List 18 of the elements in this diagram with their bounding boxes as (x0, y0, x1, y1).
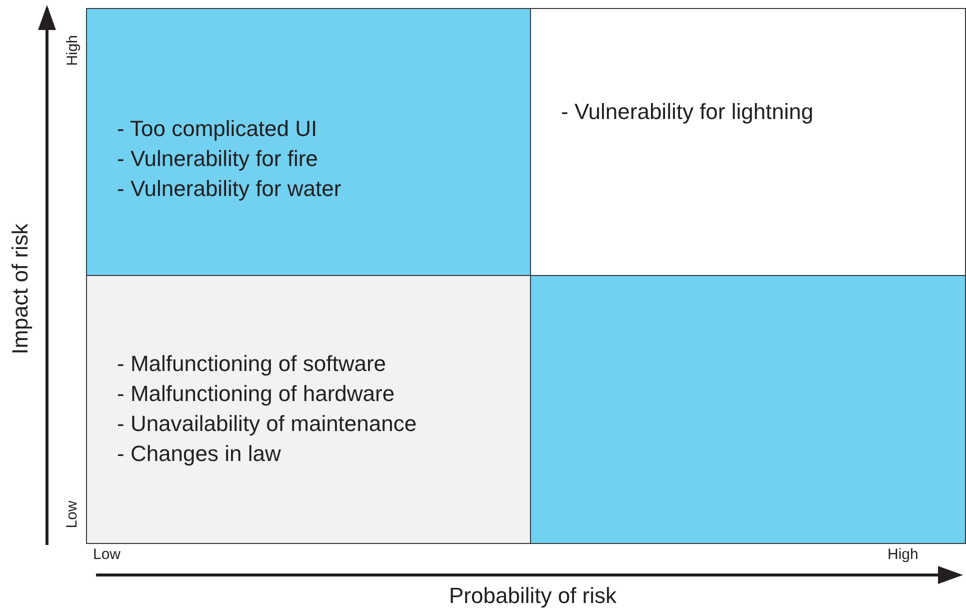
risk-item: - Unavailability of maintenance (117, 410, 417, 438)
risk-item: - Vulnerability for lightning (561, 98, 814, 126)
risk-item: - Vulnerability for fire (117, 145, 318, 173)
risk-item: - Changes in law (117, 440, 281, 468)
axis-title: Probability of risk (449, 583, 617, 609)
risk-item: - Too complicated UI (117, 115, 318, 143)
high-impact-high-probability-quadrant (530, 8, 966, 276)
low-impact-high-probability-quadrant (530, 275, 966, 544)
axis-tick-label: Low (63, 500, 80, 528)
axis-title: Impact of risk (6, 224, 33, 354)
risk-item: - Malfunctioning of software (117, 350, 386, 378)
risk-item: - Malfunctioning of hardware (117, 380, 395, 408)
risk-item: - Vulnerability for water (117, 175, 342, 203)
low-impact-low-probability-quadrant (86, 275, 531, 544)
axis-tick-label: Low (93, 546, 121, 562)
axis-tick-label: High (63, 34, 80, 66)
axis-tick-label: High (888, 546, 918, 562)
high-impact-low-probability-quadrant (86, 8, 531, 276)
